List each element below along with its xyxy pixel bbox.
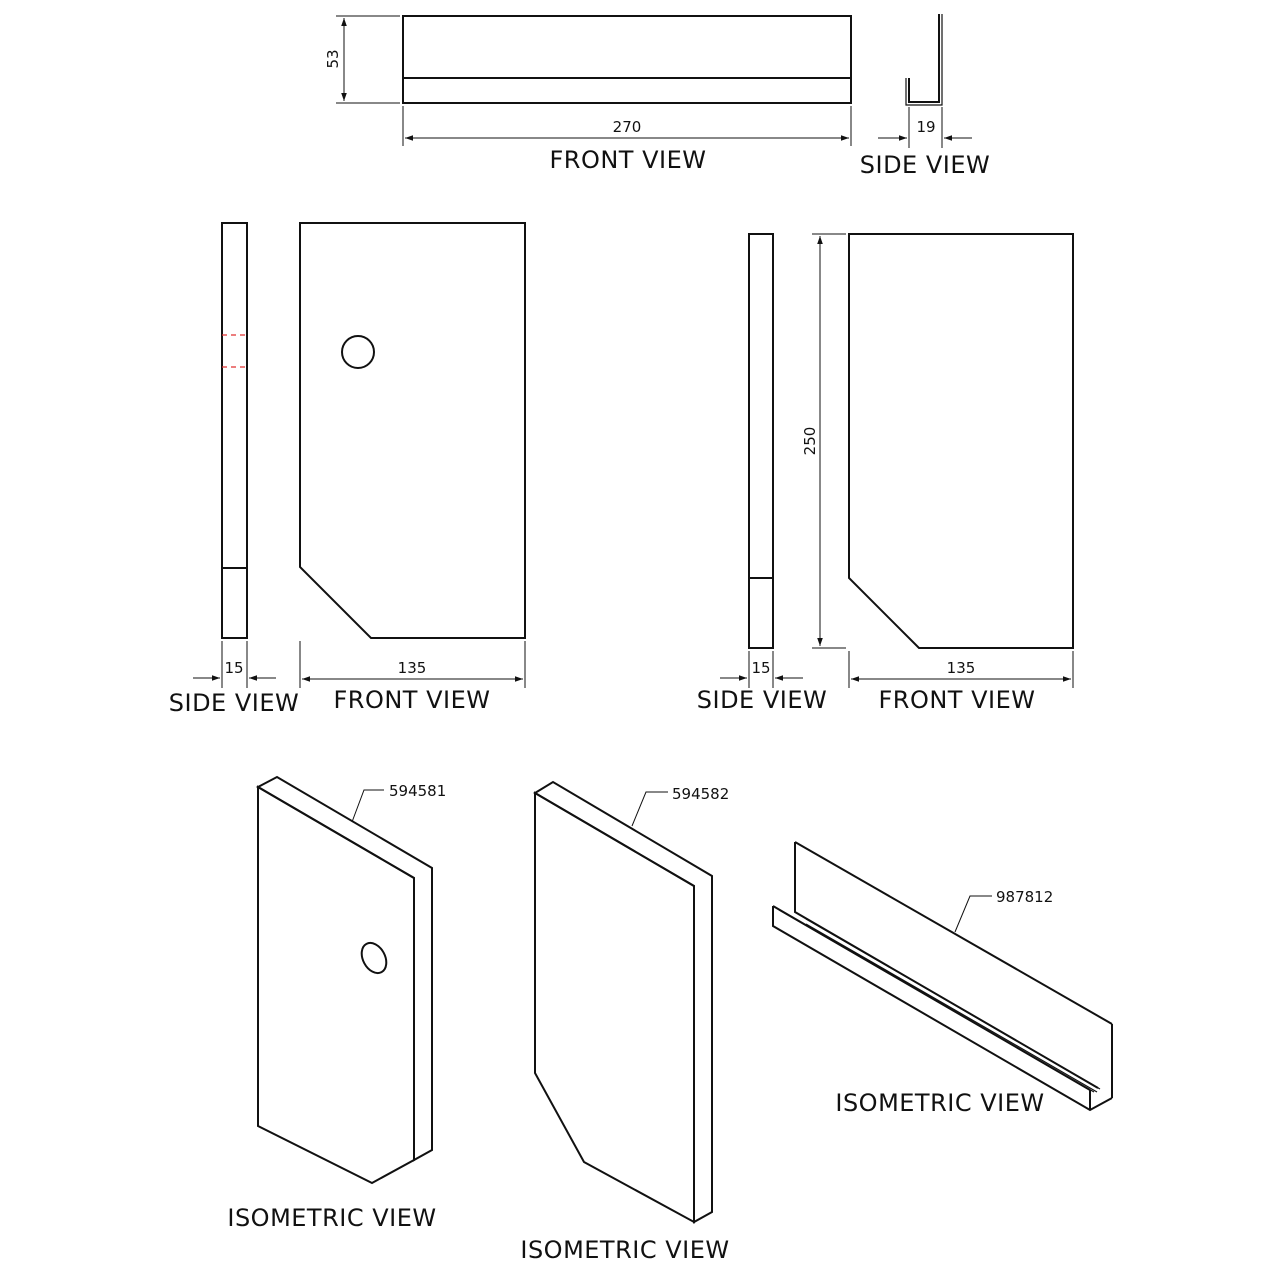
panel-1-iso-front-face	[257, 785, 415, 1185]
dimension-panel-2-height: 250	[801, 427, 819, 456]
part-number-channel: 987812	[996, 888, 1053, 906]
panel-2-iso-front-face	[534, 791, 695, 1224]
leader-line	[954, 895, 992, 933]
channel-iso-lip-inner	[778, 909, 1095, 1093]
part-number-panel-1: 594581	[389, 782, 446, 800]
dimension-panel-2-thickness: 15	[751, 659, 770, 677]
label-front-view: FRONT VIEW	[333, 686, 490, 714]
label-front-view: FRONT VIEW	[878, 686, 1035, 714]
leader-line	[631, 791, 668, 827]
label-isometric-view: ISOMETRIC VIEW	[835, 1089, 1044, 1117]
dimension-panel-2-width: 135	[947, 659, 976, 677]
dimension-channel-length: 270	[613, 118, 642, 136]
label-front-view: FRONT VIEW	[549, 146, 706, 174]
channel-side-view: 19 SIDE VIEW	[860, 14, 990, 179]
panel-1-side-view: 15 SIDE VIEW	[169, 222, 299, 717]
label-isometric-view: ISOMETRIC VIEW	[227, 1204, 436, 1232]
channel-iso-floor-line	[805, 918, 1101, 1090]
panel-1-front-outline	[299, 222, 526, 639]
panel-2-iso-thickness-faces	[533, 780, 713, 1224]
channel-front-outline	[402, 15, 852, 104]
channel-isometric-view: 987812 ISOMETRIC VIEW	[772, 841, 1113, 1117]
panel-1-hole	[341, 335, 375, 369]
label-side-view: SIDE VIEW	[697, 686, 827, 714]
panel-2-front-view: 250 135 FRONT VIEW	[801, 233, 1074, 714]
panel-1-isometric-view: 594581 ISOMETRIC VIEW	[227, 775, 446, 1232]
dimension-channel-depth: 19	[916, 118, 935, 136]
label-side-view: SIDE VIEW	[169, 689, 299, 717]
panel-1-side-outline	[221, 222, 248, 639]
panel-2-side-outline	[748, 233, 774, 649]
panel-1-front-view: 135 FRONT VIEW	[299, 222, 526, 714]
channel-iso-bottom-outline	[772, 906, 1113, 1112]
label-side-view: SIDE VIEW	[860, 151, 990, 179]
panel-2-side-view: 15 SIDE VIEW	[697, 233, 827, 714]
leader-line	[351, 789, 384, 823]
dimension-channel-height: 53	[324, 49, 342, 68]
channel-iso-floor-line	[805, 923, 1098, 1093]
channel-profile-outer	[908, 14, 940, 103]
dimension-panel-1-thickness: 15	[224, 659, 243, 677]
panel-1-iso-hole	[360, 941, 388, 975]
channel-iso-back-wall-top	[794, 841, 1113, 1025]
panel-2-front-outline	[848, 233, 1074, 649]
channel-front-view: 53 270 FRONT VIEW	[324, 15, 852, 174]
part-number-panel-2: 594582	[672, 785, 729, 803]
dimension-panel-1-width: 135	[398, 659, 427, 677]
channel-profile-inner	[905, 14, 943, 106]
panel-1-iso-thickness-faces	[255, 775, 433, 1162]
panel-2-isometric-view: 594582 ISOMETRIC VIEW	[520, 780, 729, 1264]
label-isometric-view: ISOMETRIC VIEW	[520, 1236, 729, 1264]
